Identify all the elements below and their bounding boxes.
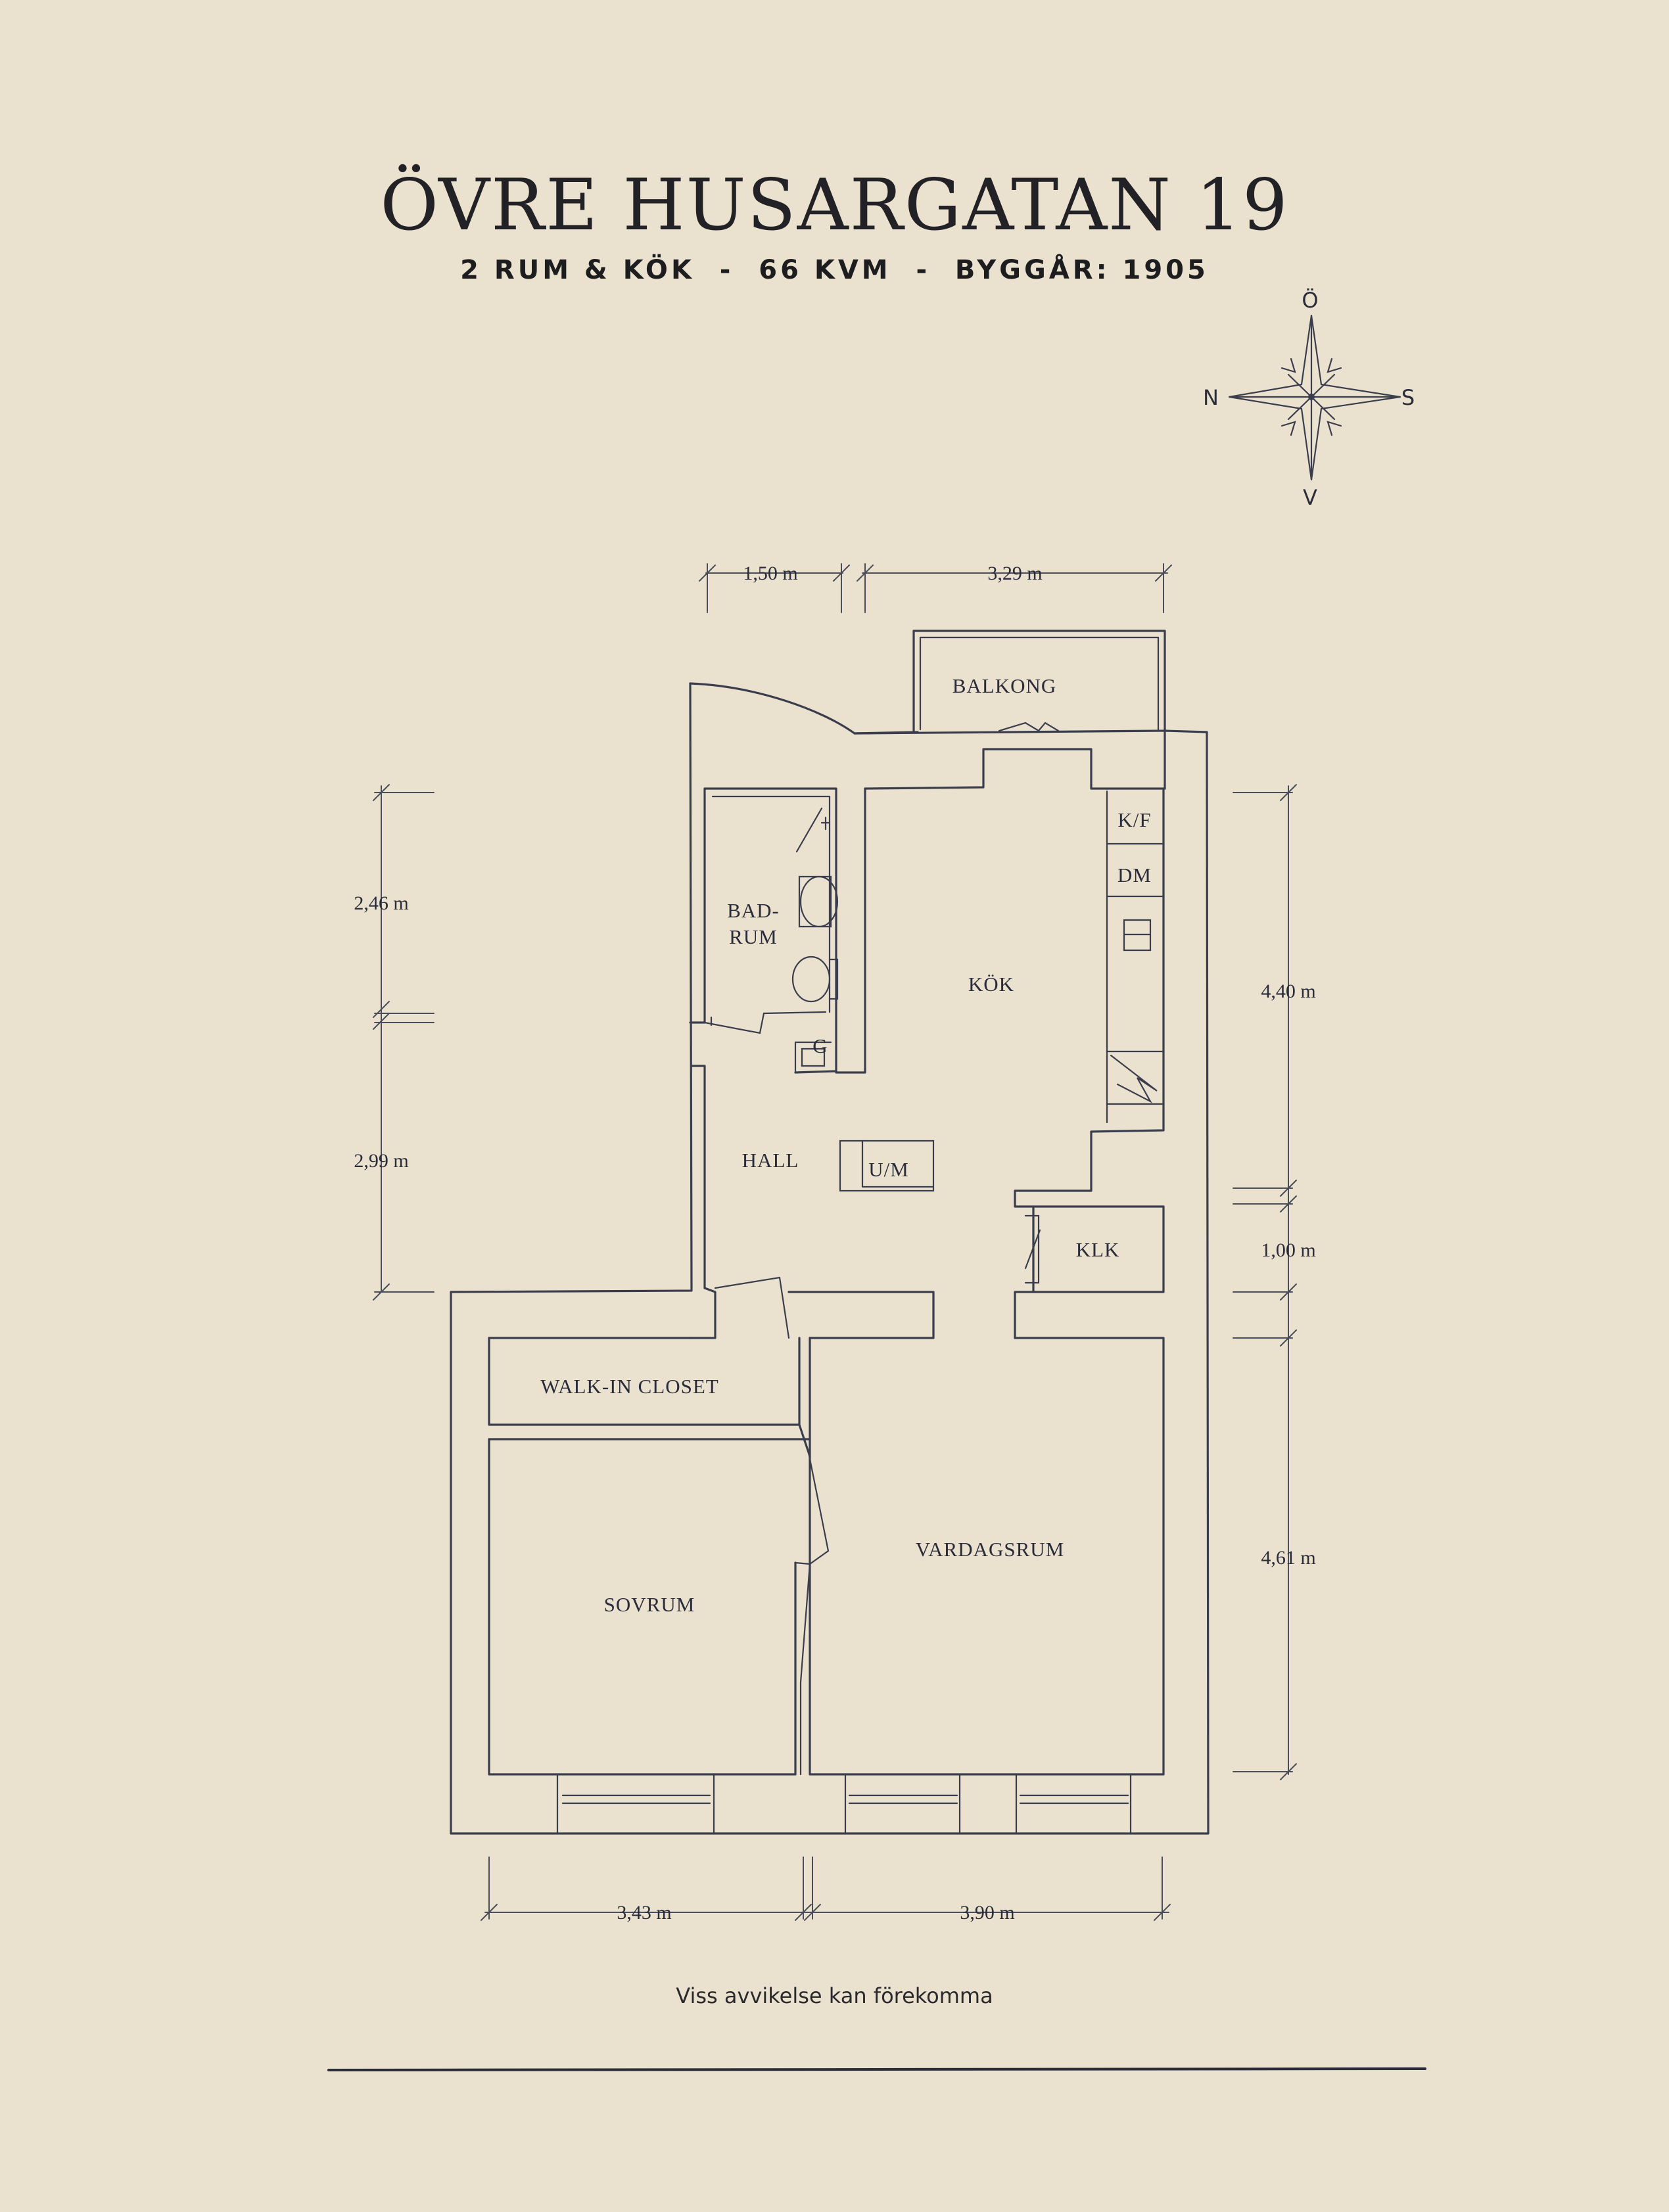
compass-label-right: S (1401, 385, 1415, 410)
dim-label-right-kitchen: 4,40 m (1261, 980, 1315, 1002)
disclaimer-text: Viss avvikelse kan förekomma (676, 1983, 993, 2008)
dim-label-left-lower: 2,99 m (354, 1150, 408, 1172)
dim-label-top-left: 1,50 m (743, 563, 797, 584)
room-label-walkin: WALK-IN CLOSET (540, 1375, 718, 1398)
room-label-sovrum: SOVRUM (604, 1593, 695, 1616)
dim-label-bottom-left: 3,43 m (617, 1902, 671, 1924)
room-label-vardagsrum: VARDAGSRUM (916, 1538, 1065, 1561)
room-label-hall: HALL (742, 1149, 799, 1172)
room-label-badrum-1: BAD- (727, 899, 780, 922)
room-label-kf: K/F (1117, 808, 1151, 831)
room-label-g: G (812, 1034, 828, 1057)
room-label-klk: KLK (1076, 1238, 1120, 1261)
walls (450, 630, 1210, 1835)
room-label-balkong: BALKONG (952, 674, 1057, 697)
room-label-badrum-2: RUM (729, 925, 778, 948)
compass-label-top: Ö (1302, 288, 1318, 313)
dim-label-right-living: 4,61 m (1261, 1547, 1315, 1569)
footer-divider (327, 2067, 1426, 2071)
page-title: ÖVRE HUSARGATAN 19 (380, 164, 1289, 246)
compass-label-bottom: V (1303, 485, 1317, 510)
dimension-lines (373, 563, 1297, 1921)
dim-label-right-klk: 1,00 m (1261, 1239, 1315, 1261)
room-label-kok: KÖK (968, 973, 1014, 996)
compass-label-left: N (1203, 385, 1219, 410)
page-subtitle: 2 RUM & KÖK - 66 KVM - BYGGÅR: 1905 (460, 255, 1209, 285)
dim-label-left-upper: 2,46 m (354, 892, 408, 914)
room-label-dm: DM (1117, 864, 1152, 887)
dim-label-bottom-right: 3,90 m (960, 1902, 1014, 1924)
room-label-um: U/M (868, 1158, 909, 1181)
dim-label-top-right: 3,29 m (987, 563, 1042, 584)
compass-icon: Ö N S V (1203, 288, 1415, 510)
